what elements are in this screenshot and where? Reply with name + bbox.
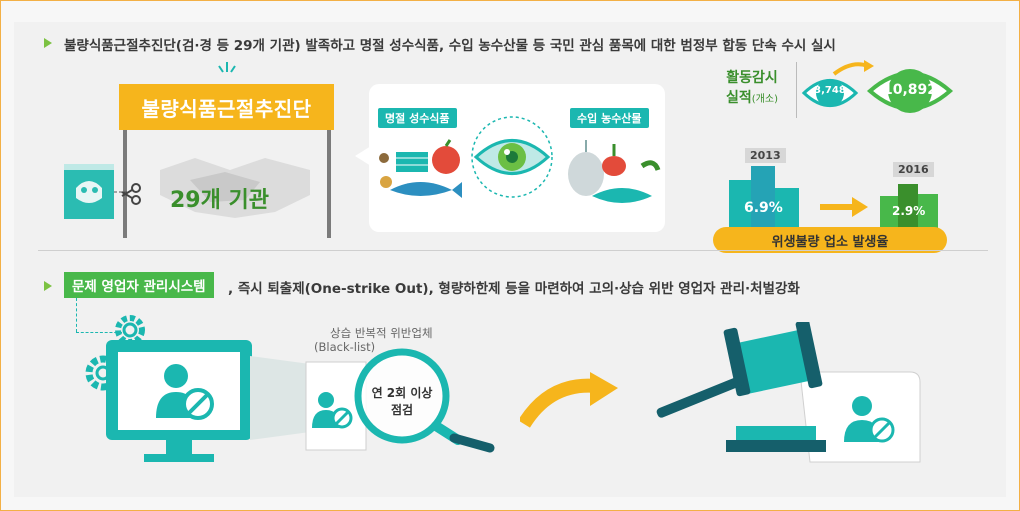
- magnifying-glass-icon: [354, 348, 495, 453]
- holiday-foods-icon: [379, 139, 462, 198]
- rate-after-value: 2.9%: [892, 204, 926, 218]
- inspection-frequency-line1: 연 2회 이상: [371, 386, 433, 400]
- sign-post-left: [123, 130, 127, 238]
- activity-before-value: 3,748: [814, 85, 846, 96]
- gavel-icon: [656, 322, 826, 452]
- blacklist-label-line1: 상습 반복적 위반업체: [330, 326, 433, 340]
- activity-label-unit: (개소): [751, 94, 778, 105]
- connector-horizontal: [76, 332, 122, 333]
- year-before-label: 2013: [745, 148, 786, 163]
- year-after-label: 2016: [893, 162, 934, 177]
- tag-imported-produce: 수입 농수산물: [570, 108, 649, 128]
- alert-spark-icon: [218, 62, 236, 73]
- inspection-eye-icon: [471, 116, 553, 198]
- monitor-beam: [250, 356, 310, 440]
- agency-count: 29개 기관: [170, 188, 269, 213]
- blacklist-label-line2: (Black-list): [314, 340, 376, 354]
- bullet-triangle-icon-2: [44, 281, 52, 291]
- activity-label: 활동감시 실적(개소): [712, 68, 792, 110]
- banned-user-icon: [156, 364, 214, 420]
- bad-food-package-icon: [64, 164, 141, 219]
- activity-label-line1: 활동감시: [726, 70, 778, 86]
- buildings-before-icon: [729, 166, 799, 230]
- management-system-tag: 문제 영업자 관리시스템: [64, 272, 214, 298]
- hygiene-rate-caption: 위생불량 업소 발생율: [713, 227, 947, 253]
- curved-arrow-icon: [520, 372, 618, 428]
- connector-vertical: [76, 298, 77, 332]
- penalty-scroll-icon: [799, 371, 921, 463]
- task-force-sign: 불량식품근절추진단: [119, 84, 334, 130]
- small-eye-icon: [801, 79, 859, 107]
- increase-arrow-icon: [832, 60, 874, 76]
- inspection-frequency: 연 2회 이상 점검: [362, 384, 442, 418]
- activity-label-line2: 실적: [726, 90, 752, 106]
- panel-pointer: [355, 146, 371, 166]
- bullet-triangle-icon: [44, 38, 52, 48]
- imported-produce-icon: [568, 140, 661, 203]
- large-eye-icon: [866, 69, 954, 113]
- section-divider: [38, 250, 988, 251]
- tag-holiday-foods: 명절 성수식품: [378, 108, 457, 128]
- section2-headline: , 즉시 퇴출제(One-strike Out), 형량하한제 등을 마련하여 …: [228, 281, 800, 297]
- inspection-frequency-line2: 점검: [390, 403, 414, 417]
- activity-after-value: 10,892: [882, 82, 938, 98]
- section1-headline: 불량식품근절추진단(검·경 등 29개 기관) 발족하고 명절 성수식품, 수입…: [64, 38, 836, 54]
- sign-post-right: [327, 130, 331, 238]
- buildings-after-icon: [880, 184, 938, 230]
- decrease-arrow-icon: [820, 197, 868, 217]
- rate-before-value: 6.9%: [744, 200, 783, 216]
- handshake-icon: [160, 158, 310, 218]
- activity-divider: [796, 62, 800, 118]
